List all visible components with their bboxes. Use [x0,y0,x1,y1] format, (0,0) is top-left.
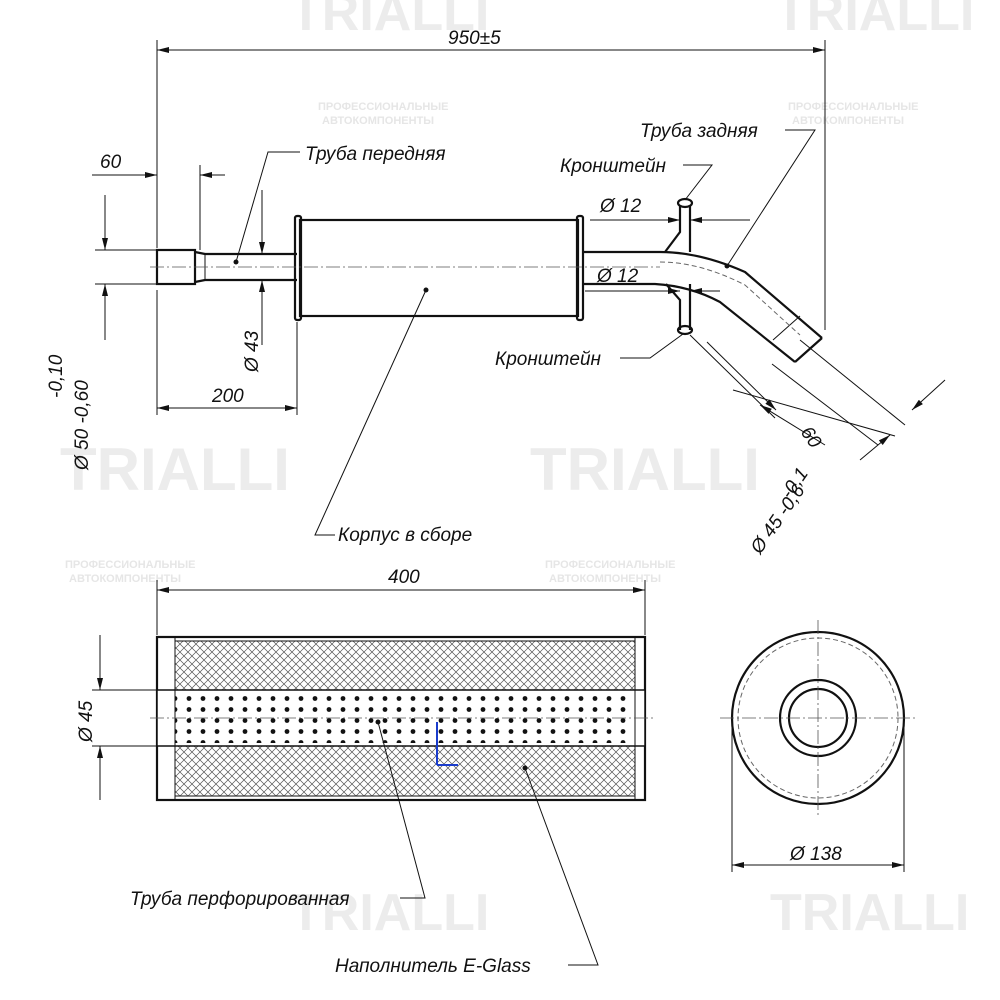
dim-body-diameter: Ø 138 [789,844,842,865]
dim-overall-length: 950±5 [448,28,501,49]
dim-outlet-length: 60 [796,423,826,453]
dim-front-pipe-length: 60 [100,152,122,173]
dim-body-offset: 200 [211,386,244,407]
dim-inlet-tolerance: -0,10 [46,354,67,398]
label-body-assembly: Корпус в сборе [338,525,472,546]
watermark-tagline: АВТОКОМПОНЕНТЫ [69,573,181,585]
side-view: 950±5 60 Труба передняя Труба задняя Кро… [46,28,946,559]
watermarks: TRIALLI TRIALLI TRIALLI TRIALLI TRIALLI … [60,0,974,942]
watermark-tagline: ПРОФЕССИОНАЛЬНЫЕ [318,101,448,113]
watermark-logo: TRIALLI [530,436,760,503]
watermark-tagline: ПРОФЕССИОНАЛЬНЫЕ [65,559,195,571]
label-perforated-pipe: Труба перфорированная [130,889,350,910]
dim-bracket-top-diameter: Ø 12 [599,196,642,217]
label-front-pipe: Труба передняя [305,144,446,165]
end-view: Ø 138 [720,620,915,872]
watermark-tagline: ПРОФЕССИОНАЛЬНЫЕ [545,559,675,571]
watermark-tagline: АВТОКОМПОНЕНТЫ [792,115,904,127]
watermark-logo: TRIALLI [775,0,974,42]
dim-bracket-bottom-diameter: Ø 12 [596,266,639,287]
label-rear-pipe: Труба задняя [640,121,758,142]
watermark-logo: TRIALLI [60,436,290,503]
watermark-logo: TRIALLI [290,0,489,42]
label-filler: Наполнитель E-Glass [335,956,531,977]
watermark-logo: TRIALLI [290,884,489,942]
dim-inlet-diameter: Ø 50 -0,60 [72,380,93,471]
label-bracket-top: Кронштейн [560,156,667,177]
section-view: 400 Ø 45 Труба перфорированная Наполните… [76,567,655,977]
watermark-tagline: АВТОКОМПОНЕНТЫ [322,115,434,127]
watermark-tagline: ПРОФЕССИОНАЛЬНЫЕ [788,101,918,113]
watermark-tagline: АВТОКОМПОНЕНТЫ [549,573,661,585]
dim-pipe-diameter: Ø 43 [242,330,263,373]
label-bracket-bottom: Кронштейн [495,349,602,370]
watermark-logo: TRIALLI [770,884,969,942]
dim-perforated-diameter: Ø 45 [76,700,97,743]
dim-body-length: 400 [388,567,420,588]
